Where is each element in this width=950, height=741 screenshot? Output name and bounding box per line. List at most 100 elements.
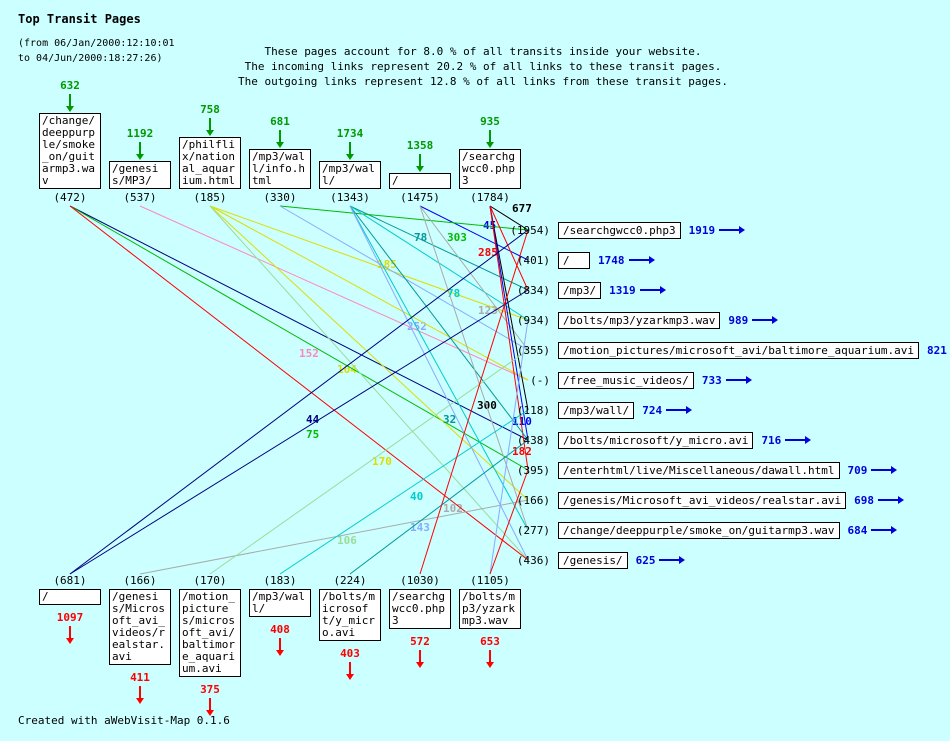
outgoing-link-count: 625 [635,553,656,567]
page-box[interactable]: / [39,589,101,605]
page-box[interactable]: /searchgwcc0.php3 [459,149,521,189]
transit-link-line [489,205,529,441]
arrow-down-icon [66,94,74,112]
page-box[interactable]: /mp3/ [558,281,602,299]
incoming-link-count: 1734 [336,127,364,140]
transit-link-line [209,205,529,321]
page-box[interactable]: / [389,173,451,189]
transit-link-line [419,229,529,575]
outgoing-link-count: 733 [701,373,722,387]
transit-link-count: 303 [447,231,467,244]
transit-link-count: 106 [337,534,357,547]
page-box[interactable]: /free_music_videos/ [558,371,694,389]
summary-line-incoming: The incoming links represent 20.2 % of a… [244,60,722,73]
transit-link-line [69,205,529,471]
transit-count: (436) [516,553,550,567]
transit-link-line [69,289,529,575]
outgoing-link-count: 1919 [688,223,716,237]
arrow-right-icon [639,286,666,294]
outgoing-link-count: 572 [410,635,430,648]
arrow-right-icon [628,256,655,264]
outgoing-page-item: (170) /motion_pictures/microsoft_avi/bal… [178,574,242,717]
incoming-page-item: 1358 / (1475) [388,139,452,204]
transit-link-line [349,439,529,575]
page-box[interactable]: /enterhtml/live/Miscellaneous/dawall.htm… [558,461,840,479]
page-box[interactable]: /motion_pictures/microsoft_avi/baltimore… [558,341,919,359]
page-box[interactable]: /mp3/wall/info.html [249,149,311,189]
transit-link-count: 152 [299,347,319,360]
arrow-down-icon [136,686,144,704]
page-box[interactable]: /genesis/ [558,551,628,569]
incoming-link-count: 1192 [126,127,154,140]
outgoing-link-count: 403 [340,647,360,660]
page-box[interactable]: /mp3/wall/ [319,161,381,189]
page-box[interactable]: /mp3/wall/ [249,589,311,617]
page-box[interactable]: /change/deeppurple/smoke_on/guitarmp3.wa… [39,113,101,189]
arrow-down-icon [206,118,214,136]
page-box[interactable]: /bolts/microsoft/y_micro.avi [319,589,381,641]
incoming-link-count: 681 [270,115,290,128]
transit-link-line [209,205,529,501]
page-box[interactable]: /philflix/national_aquarium.html [179,137,241,189]
transit-link-line [349,205,529,561]
page-box[interactable]: / [558,251,590,269]
transit-link-line [489,205,529,471]
transit-count: (355) [516,343,550,357]
arrow-right-icon [719,226,746,234]
footer-credit: Created with aWebVisit-Map 0.1.6 [18,714,230,727]
outgoing-link-count: 1748 [598,253,625,267]
transit-count: (1343) [330,191,370,204]
arrow-right-icon [871,526,898,534]
page-box[interactable]: /bolts/mp3/yzarkmp3.wav [459,589,521,629]
transit-link-line [489,469,529,575]
transit-count: (438) [516,433,550,447]
page-box[interactable]: /motion_pictures/microsoft_avi/baltimore… [179,589,241,677]
transit-page-row: (-) /free_music_videos/ 733 [498,370,752,390]
transit-count: (1475) [400,191,440,204]
arrow-down-icon [486,650,494,668]
transit-count: (537) [123,191,157,204]
transit-link-line [209,205,529,561]
incoming-page-item: 632 /change/deeppurple/smoke_on/guitarmp… [38,79,102,204]
transit-count: (118) [516,403,550,417]
transit-link-line [349,205,529,291]
transit-page-row: (401) / 1748 [498,250,655,270]
transit-count: (224) [333,574,367,587]
page-box[interactable]: /searchgwcc0.php3 [558,221,681,239]
outgoing-link-count: 1319 [609,283,636,297]
arrow-right-icon [666,406,693,414]
transit-count: (934) [516,313,550,327]
outgoing-link-count: 375 [200,683,220,696]
transit-count: (395) [516,463,550,477]
arrow-down-icon [346,662,354,680]
page-box[interactable]: /mp3/wall/ [558,401,635,419]
transit-count: (-) [530,373,550,387]
page-box[interactable]: /change/deeppurple/smoke_on/guitarmp3.wa… [558,521,840,539]
page-box[interactable]: /genesis/Microsoft_avi_videos/realstar.a… [109,589,171,665]
transit-count: (472) [53,191,87,204]
outgoing-page-item: (224) /bolts/microsoft/y_micro.avi 403 [318,574,382,681]
arrow-down-icon [486,130,494,148]
page-box[interactable]: /genesis/Microsoft_avi_videos/realstar.a… [558,491,847,509]
outgoing-link-count: 684 [847,523,868,537]
transit-link-line [209,349,529,575]
arrow-right-icon [878,496,905,504]
outgoing-link-count: 716 [761,433,782,447]
summary-line-outgoing: The outgoing links represent 12.8 % of a… [237,75,729,88]
arrow-down-icon [416,154,424,172]
outgoing-page-item: (681) / 1097 [38,574,102,645]
transit-link-line [139,205,529,381]
page-box[interactable]: /bolts/mp3/yzarkmp3.wav [558,311,721,329]
transit-count: (401) [516,253,550,267]
page-box[interactable]: /genesis/MP3/ [109,161,171,189]
transit-link-line [279,205,529,231]
arrow-down-icon [346,142,354,160]
arrow-down-icon [66,626,74,644]
incoming-page-item: 935 /searchgwcc0.php3 (1784) [458,115,522,204]
page-box[interactable]: /bolts/microsoft/y_micro.avi [558,431,754,449]
transit-link-line [69,229,529,575]
transit-count: (1954) [510,223,550,237]
transit-count: (1784) [470,191,510,204]
transit-count: (277) [516,523,550,537]
page-box[interactable]: /searchgwcc0.php3 [389,589,451,629]
